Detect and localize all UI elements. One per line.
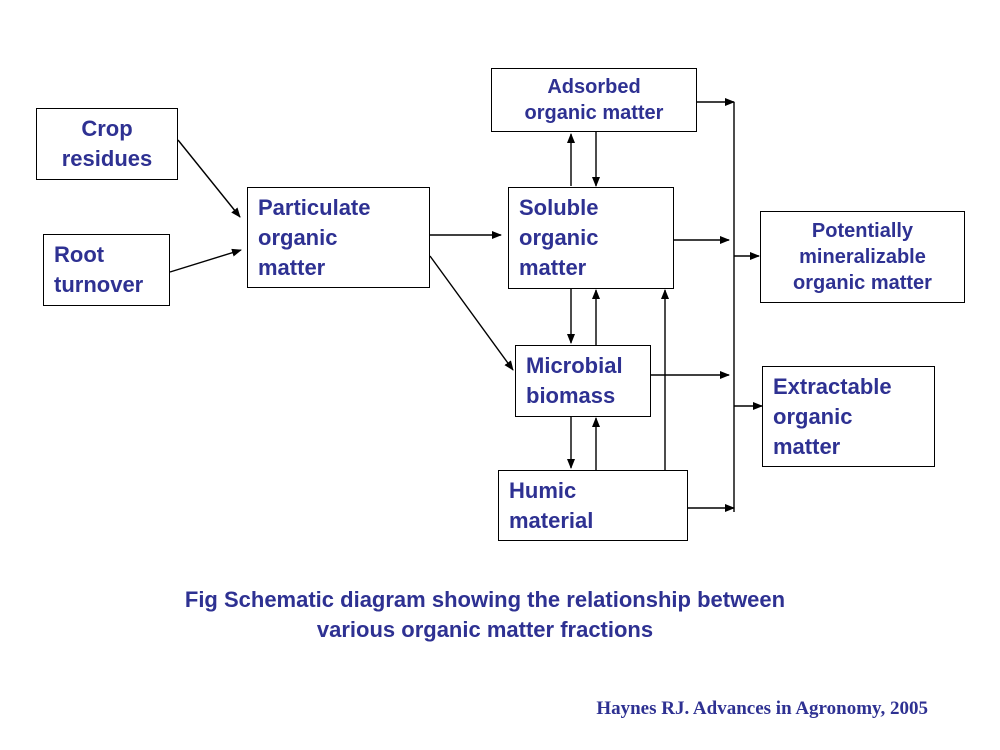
- node-microbial-line-1: Microbial: [526, 353, 623, 378]
- node-adsorbed-organic-matter: Adsorbed organic matter: [491, 68, 697, 132]
- node-extractable-line-1: Extractable: [773, 373, 892, 399]
- node-soluble-organic-matter: Soluble organic matter: [508, 187, 674, 289]
- node-soluble-line-3: matter: [519, 255, 587, 280]
- node-crop-residues: Crop residues: [36, 108, 178, 180]
- node-adsorbed-line-1: Adsorbed: [547, 76, 641, 98]
- node-microbial-biomass: Microbial biomass: [515, 345, 651, 417]
- node-potentially-mineralizable-organic-matter: Potentially mineralizable organic matter: [760, 211, 965, 303]
- node-crop-residues-line-1: Crop: [81, 116, 133, 141]
- figure-caption: Fig Schematic diagram showing the relati…: [100, 585, 870, 645]
- node-particulate-organic-matter: Particulate organic matter: [247, 187, 430, 288]
- edge-crop-residues-to-particulate: [177, 139, 241, 218]
- node-humic-material: Humic material: [498, 470, 688, 541]
- node-particulate-line-1: Particulate: [258, 194, 371, 220]
- node-root-turnover: Root turnover: [43, 234, 170, 306]
- node-adsorbed-line-2: organic matter: [524, 102, 664, 124]
- node-particulate-line-2: organic: [258, 224, 338, 250]
- node-extractable-organic-matter: Extractable organic matter: [762, 366, 935, 467]
- node-potentially-mineralizable-line-3: organic matter: [793, 272, 932, 294]
- figure-caption-line-1: Fig Schematic diagram showing the relati…: [184, 587, 786, 612]
- node-microbial-line-2: biomass: [526, 383, 616, 408]
- node-humic-line-2: material: [509, 507, 594, 533]
- node-root-turnover-line-1: Root: [54, 242, 105, 267]
- node-humic-line-1: Humic: [509, 477, 577, 503]
- node-potentially-mineralizable-line-2: mineralizable: [799, 246, 926, 268]
- node-crop-residues-line-2: residues: [61, 146, 153, 171]
- node-potentially-mineralizable-line-1: Potentially: [811, 220, 914, 242]
- node-particulate-line-3: matter: [258, 254, 326, 280]
- node-extractable-line-2: organic: [773, 403, 853, 429]
- node-soluble-line-1: Soluble: [519, 195, 599, 220]
- node-extractable-line-3: matter: [773, 433, 841, 459]
- node-root-turnover-line-2: turnover: [54, 272, 144, 297]
- edge-root-turnover-to-particulate: [169, 248, 242, 273]
- source-citation: Haynes RJ. Advances in Agronomy, 2005: [596, 698, 928, 719]
- figure-caption-line-2: various organic matter fractions: [316, 617, 654, 642]
- node-soluble-line-2: organic: [519, 225, 599, 250]
- edge-particulate-to-microbial: [429, 255, 514, 371]
